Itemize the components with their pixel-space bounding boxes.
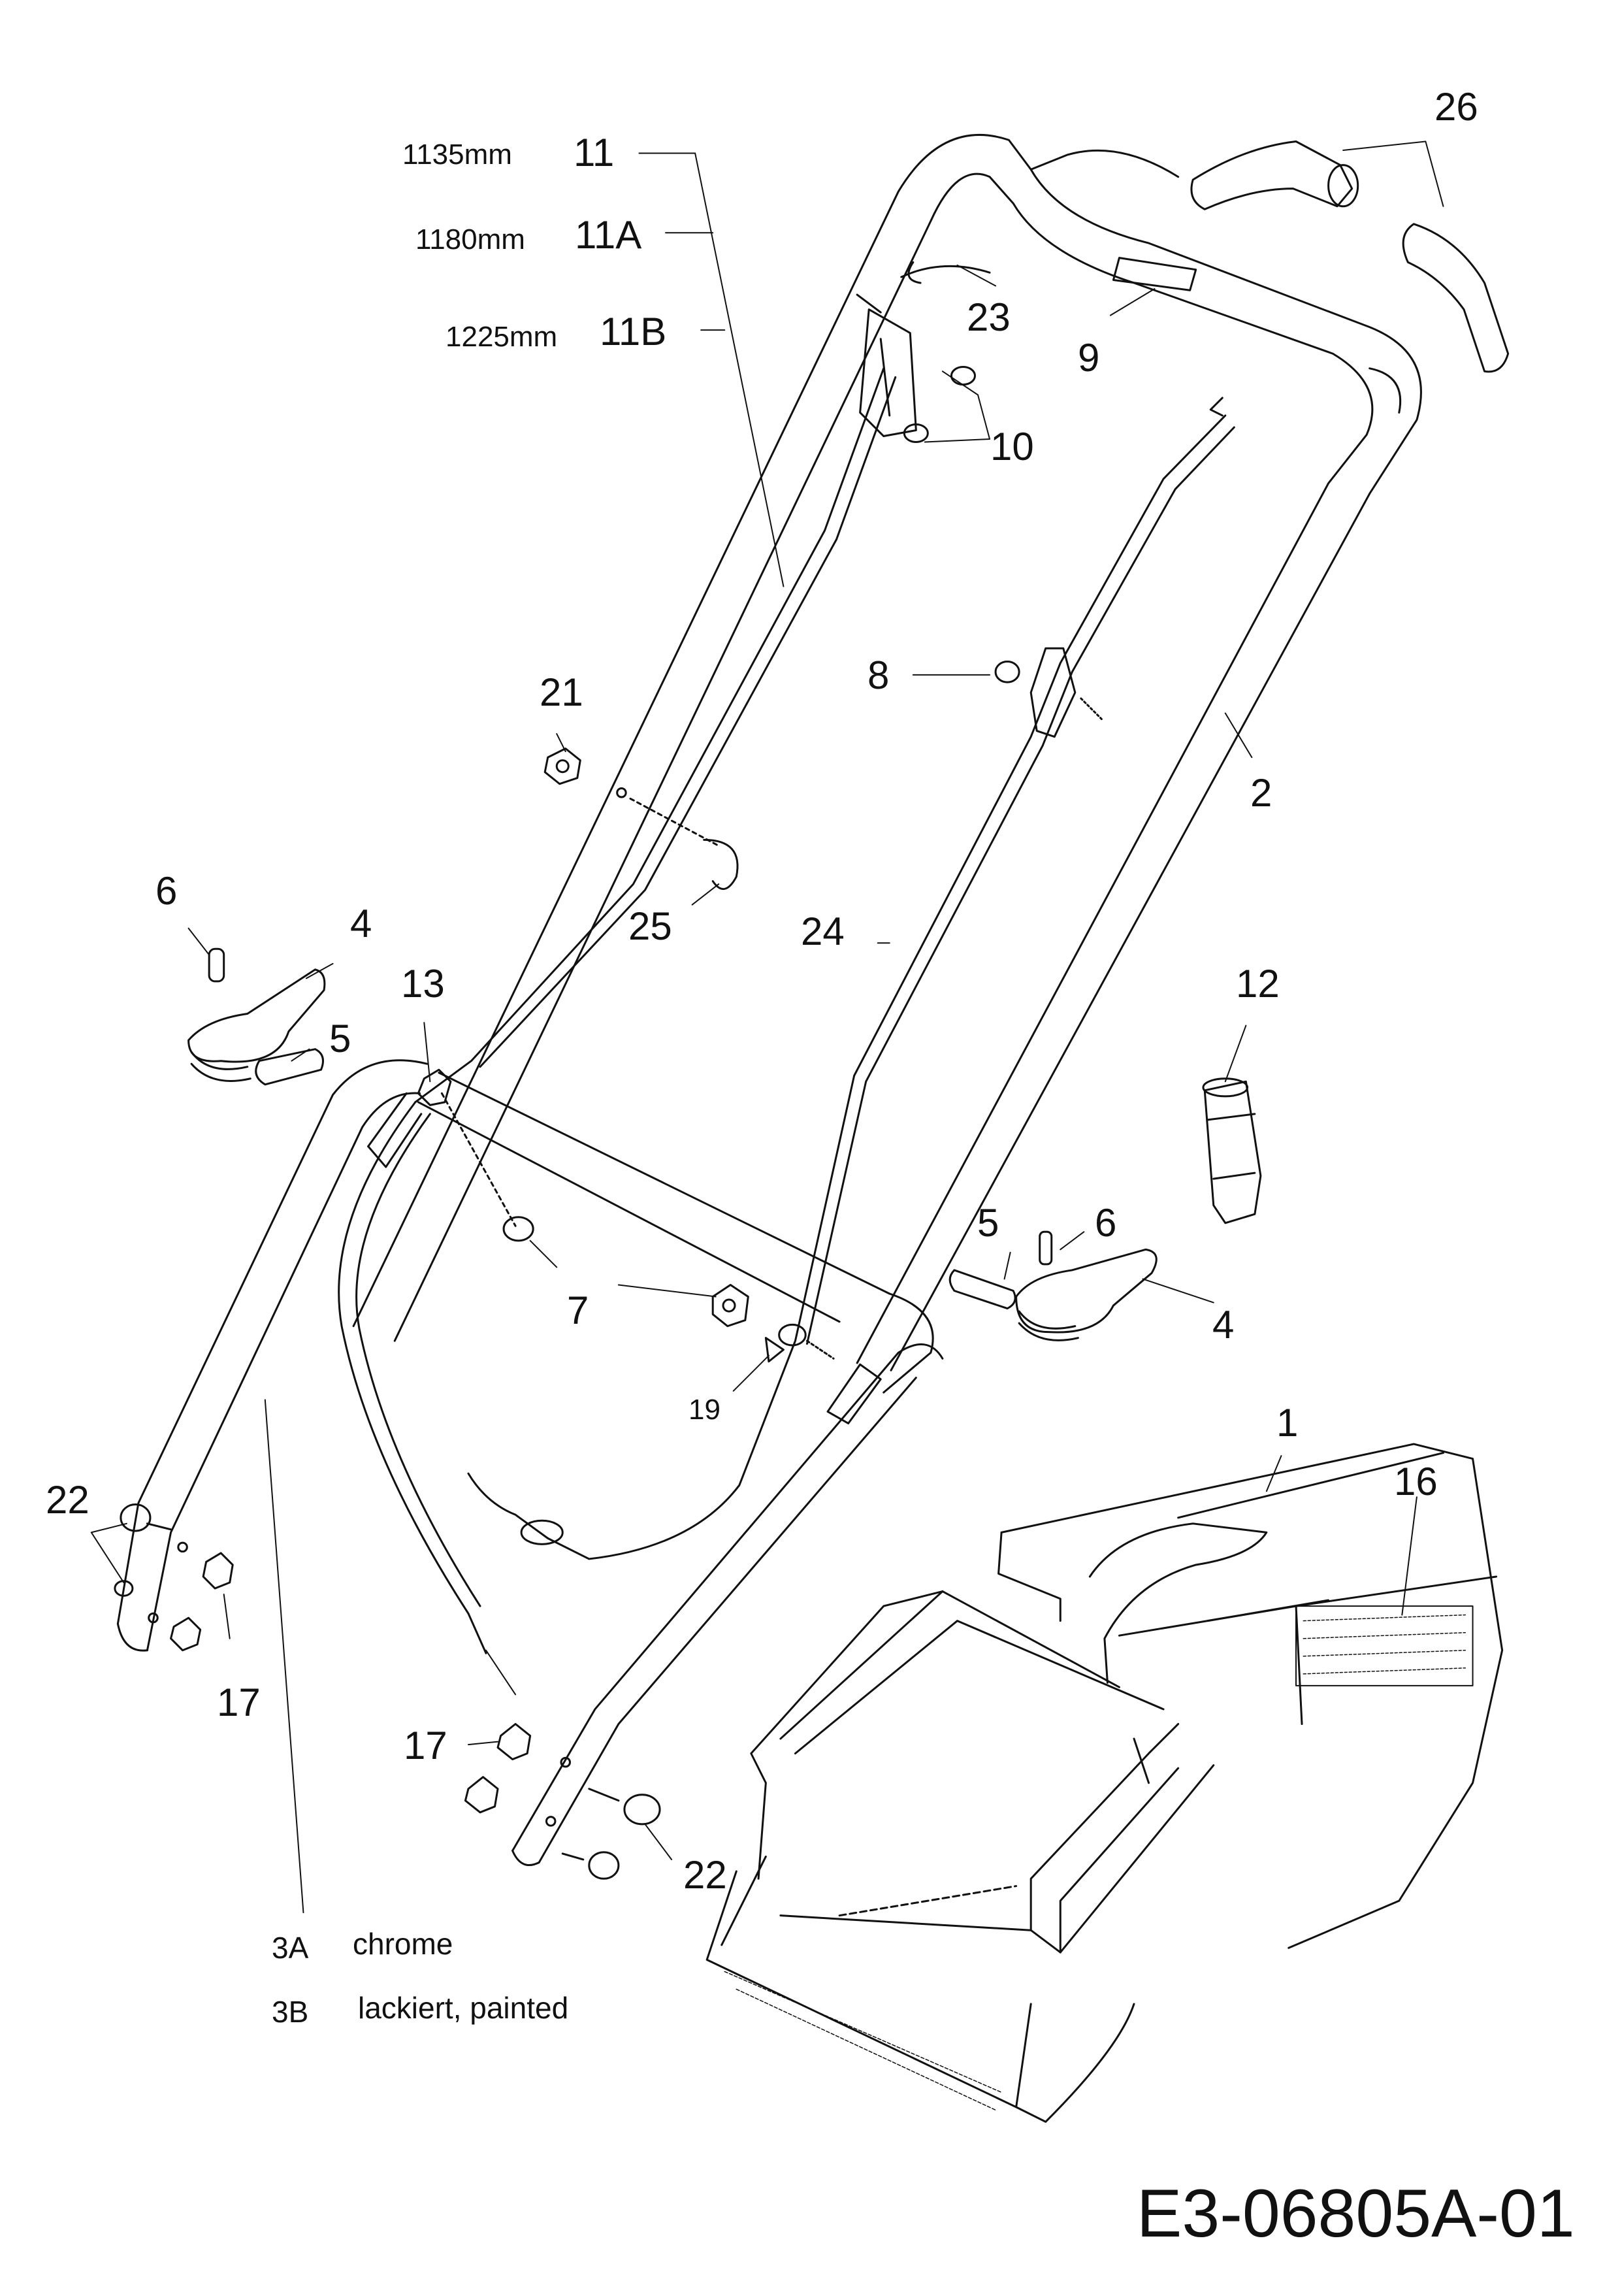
callout-6-right: 6 bbox=[1095, 1201, 1117, 1245]
note-3a-text: chrome bbox=[353, 1927, 453, 1961]
callout-1: 1 bbox=[1276, 1401, 1299, 1445]
callout-12: 12 bbox=[1236, 962, 1280, 1006]
callout-24: 24 bbox=[801, 910, 845, 953]
note-3b-text: lackiert, painted bbox=[358, 1991, 569, 2025]
note-3a-part: 3A bbox=[272, 1931, 309, 1965]
callout-23: 23 bbox=[967, 295, 1011, 339]
grip-covers-26 bbox=[1191, 141, 1508, 371]
callout-22-right: 22 bbox=[683, 1853, 727, 1897]
callout-17-left: 17 bbox=[217, 1681, 261, 1724]
callout-8: 8 bbox=[867, 653, 890, 697]
grass-catcher bbox=[707, 1444, 1502, 2122]
callout-2: 2 bbox=[1250, 771, 1272, 815]
clip-23 bbox=[909, 262, 920, 283]
callout-19: 19 bbox=[688, 1394, 721, 1426]
variant-11a-part: 11A bbox=[575, 213, 642, 257]
bolts-left bbox=[115, 1504, 233, 1650]
nut-7-13-19 bbox=[418, 1070, 834, 1362]
cable-24 bbox=[468, 398, 1234, 1559]
callout-25: 25 bbox=[628, 904, 672, 948]
callout-22-left: 22 bbox=[46, 1478, 89, 1522]
variant-11-length: 1135mm bbox=[402, 139, 512, 171]
bolts-right bbox=[465, 1724, 660, 1879]
variant-11-part: 11 bbox=[574, 131, 615, 174]
callout-9: 9 bbox=[1078, 336, 1100, 380]
callout-6-left: 6 bbox=[155, 869, 178, 913]
callout-10: 10 bbox=[990, 425, 1034, 468]
top-grip bbox=[1113, 258, 1195, 291]
callout-4-right: 4 bbox=[1212, 1303, 1235, 1347]
callout-26: 26 bbox=[1434, 85, 1478, 129]
variant-11b-length: 1225mm bbox=[446, 321, 558, 353]
clamp-8 bbox=[996, 648, 1101, 736]
wrench-12 bbox=[1203, 1079, 1261, 1223]
leader-lines bbox=[91, 141, 1444, 1912]
callout-16: 16 bbox=[1394, 1460, 1438, 1503]
callout-13: 13 bbox=[401, 962, 445, 1006]
cable-11 bbox=[339, 369, 896, 1653]
callout-21: 21 bbox=[540, 670, 583, 714]
drawing-id: E3-06805A-01 bbox=[1137, 2176, 1575, 2252]
callout-5-right: 5 bbox=[977, 1201, 999, 1245]
note-3b-part: 3B bbox=[272, 1995, 309, 2029]
callout-4-left: 4 bbox=[350, 902, 372, 945]
upper-handle bbox=[353, 135, 1421, 1370]
lower-handle bbox=[118, 1060, 943, 1865]
callout-7: 7 bbox=[567, 1288, 589, 1332]
hook-25 bbox=[617, 789, 737, 889]
nut-21 bbox=[545, 749, 580, 784]
knob-right bbox=[950, 1232, 1156, 1340]
bracket-10 bbox=[857, 295, 975, 442]
callout-5-left: 5 bbox=[329, 1017, 351, 1060]
knob-left bbox=[189, 949, 325, 1084]
callout-17-right: 17 bbox=[404, 1724, 447, 1767]
variant-11b-part: 11B bbox=[600, 310, 667, 353]
variant-11a-length: 1180mm bbox=[415, 223, 525, 255]
cross-bar bbox=[418, 1073, 933, 1392]
